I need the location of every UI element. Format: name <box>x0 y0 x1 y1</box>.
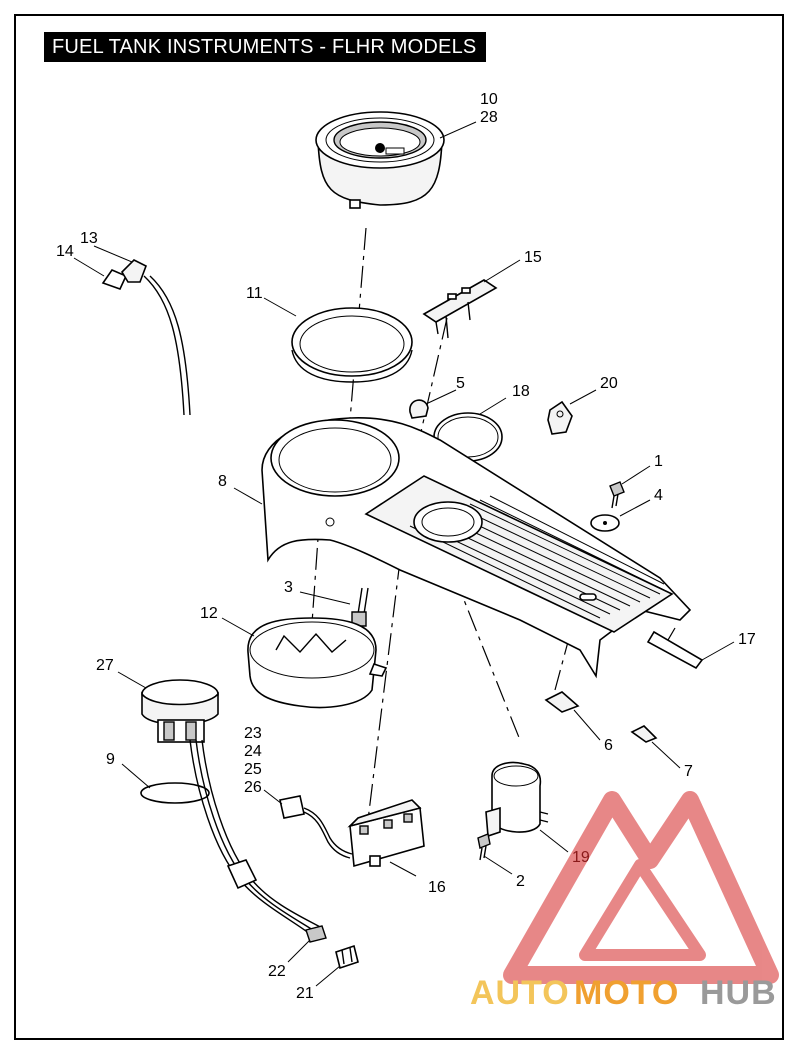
sensor-assembly <box>477 761 549 861</box>
callout-3: 3 <box>284 579 293 596</box>
page-border <box>14 14 784 1040</box>
sensor-bulb-and-wire <box>101 259 191 416</box>
screw-and-washer <box>590 481 625 532</box>
callout-14: 14 <box>56 243 74 260</box>
speedometer-gauge <box>315 111 445 209</box>
callout-18: 18 <box>512 383 530 400</box>
callout-8: 8 <box>218 473 227 490</box>
callout-28: 28 <box>480 109 498 126</box>
watermark-auto: AUTO <box>470 974 570 1012</box>
callout-20: 20 <box>600 375 618 392</box>
callout-24: 24 <box>244 743 262 760</box>
callout-26: 26 <box>244 779 262 796</box>
callout-leaders <box>73 121 735 987</box>
callout-11: 11 <box>246 285 263 302</box>
small-clips <box>544 691 658 743</box>
callout-22: 22 <box>268 963 286 980</box>
callout-6: 6 <box>604 737 613 754</box>
callout-10: 10 <box>480 91 498 108</box>
callout-27: 27 <box>96 657 114 674</box>
callout-13: 13 <box>80 230 98 247</box>
callout-1: 1 <box>654 453 663 470</box>
switch-seal-and-wiring <box>140 739 323 935</box>
callout-17: 17 <box>738 631 756 648</box>
callout-labels: 10 28 13 14 15 11 5 18 20 1 4 8 3 12 27 … <box>56 91 756 1002</box>
mounting-stud <box>351 587 369 627</box>
callout-16: 16 <box>428 879 446 896</box>
callout-12: 12 <box>200 605 218 622</box>
indicator-lamp-bracket <box>422 279 498 339</box>
watermark-moto: MOTO <box>574 974 679 1012</box>
callout-15: 15 <box>524 249 542 266</box>
fuel-tank-console <box>261 417 692 679</box>
wire-terminals <box>305 925 359 970</box>
trim-strip <box>646 630 704 670</box>
callout-23: 23 <box>244 725 262 742</box>
electronic-module <box>347 799 425 868</box>
watermark-text: AUTO MOTO HUB <box>470 974 777 1012</box>
callout-4: 4 <box>654 487 663 504</box>
watermark-hub: HUB <box>700 974 777 1012</box>
callout-5: 5 <box>456 375 465 392</box>
retaining-clip <box>547 400 573 435</box>
ignition-switch <box>141 679 219 743</box>
rubber-plug <box>409 399 429 419</box>
harness-connector <box>279 795 353 859</box>
callout-25: 25 <box>244 761 262 778</box>
callout-19: 19 <box>572 849 590 866</box>
callout-2: 2 <box>516 873 525 890</box>
gauge-gasket-ring <box>291 307 413 383</box>
diagram-title: FUEL TANK INSTRUMENTS - FLHR MODELS <box>44 32 487 62</box>
callout-9: 9 <box>106 751 115 768</box>
callout-7: 7 <box>684 763 693 780</box>
gauge-housing <box>247 617 388 709</box>
watermark-logo <box>503 791 779 984</box>
callout-21: 21 <box>296 985 314 1002</box>
